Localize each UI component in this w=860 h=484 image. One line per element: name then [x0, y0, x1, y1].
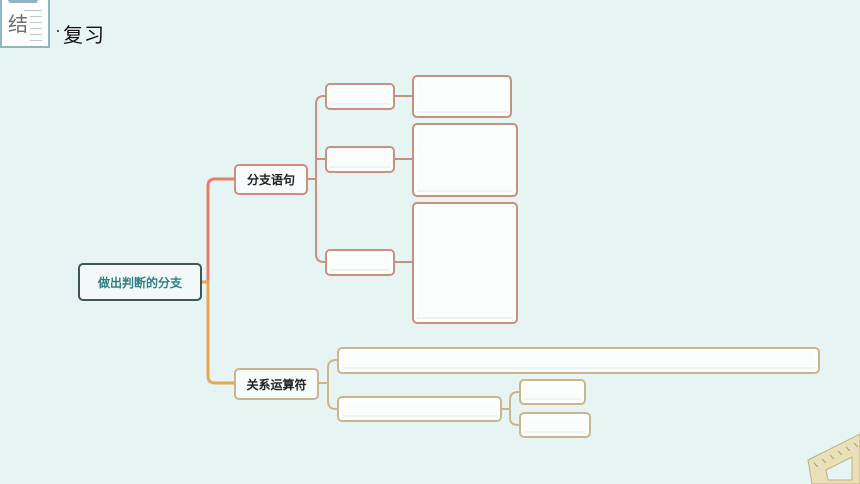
connector-branch2-child1	[327, 359, 338, 369]
branch1-detail-box	[412, 75, 512, 118]
box-fill	[417, 128, 513, 192]
branch1-detail-box	[412, 202, 518, 324]
box-fill	[417, 80, 507, 113]
clipboard-line	[30, 22, 42, 23]
branch1-child-box	[325, 146, 395, 173]
box-fill	[524, 384, 581, 400]
branch2-detail-box	[519, 412, 591, 438]
clipboard-line	[30, 40, 42, 41]
connector-b2c2-detail2	[509, 400, 520, 426]
box-fill	[417, 207, 513, 319]
branch1-detail-box	[412, 123, 518, 197]
connector-branch1-child1	[315, 95, 326, 105]
connector-b2c2-detail1	[509, 391, 520, 401]
clipboard-line	[24, 10, 42, 11]
connector-root-branch1	[202, 177, 234, 284]
ruler-tick	[829, 454, 835, 460]
set-square-icon	[807, 433, 860, 484]
box-fill	[524, 417, 586, 433]
ruler-tick	[837, 450, 843, 456]
ruler-tick	[845, 446, 851, 452]
clipboard-icon: 结	[0, 0, 50, 48]
box-fill	[330, 151, 390, 168]
box-fill	[342, 401, 497, 417]
branch2-detail-box	[519, 379, 586, 405]
branch-node-relational-operators: 关系运算符	[234, 368, 319, 400]
header-dot	[57, 30, 59, 32]
ruler-tick	[853, 442, 859, 448]
branch1-child-box	[325, 83, 395, 110]
clipboard-line	[30, 34, 42, 35]
box-fill	[342, 352, 815, 369]
mindmap-root-node: 做出判断的分支	[78, 263, 202, 301]
branch2-child-box	[337, 347, 820, 374]
clipboard-line	[30, 16, 42, 17]
box-fill	[330, 254, 390, 271]
clipboard-line	[30, 28, 42, 29]
connector-branch1-child3	[315, 104, 326, 263]
branch1-child-box	[325, 249, 395, 276]
connector-root-branch2	[202, 280, 234, 385]
connector-branch2-child2	[327, 368, 338, 410]
clipboard-clip	[8, 0, 38, 3]
ruler-tick	[813, 462, 819, 468]
branch2-child-box	[337, 396, 502, 422]
set-square-hole	[825, 456, 853, 481]
ruler-tick	[821, 458, 827, 464]
clipboard-char: 结	[8, 12, 28, 36]
page-title: 复习	[63, 23, 105, 47]
box-fill	[330, 88, 390, 105]
branch-node-statements: 分支语句	[234, 164, 308, 195]
